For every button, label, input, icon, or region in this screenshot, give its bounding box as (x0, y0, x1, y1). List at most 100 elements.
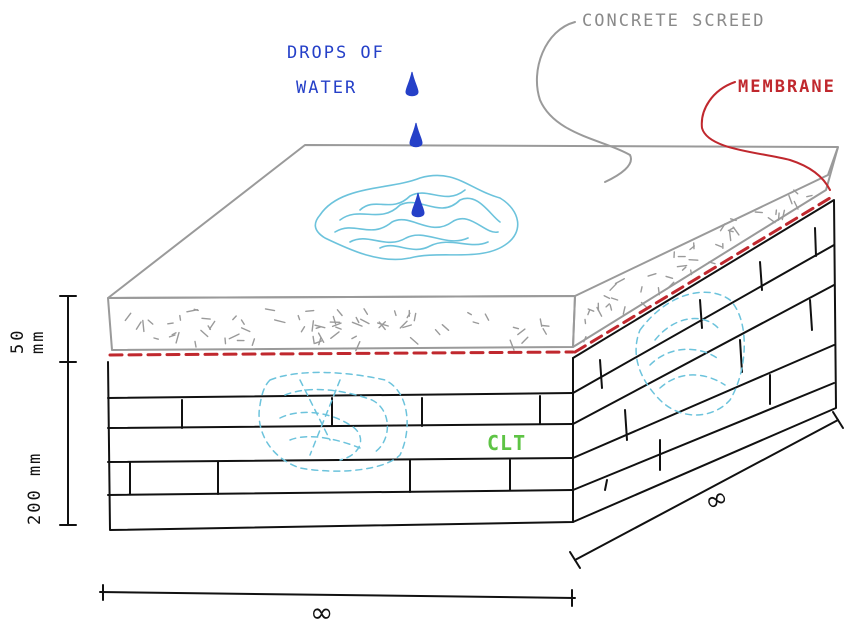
texture-stroke (484, 313, 490, 321)
texture-stroke (317, 332, 325, 343)
texture-stroke (355, 341, 361, 352)
clt-panel (107, 199, 837, 531)
texture-stroke (777, 212, 780, 221)
texture-stroke (413, 312, 417, 322)
texture-stroke (201, 317, 211, 320)
concrete-leader-line (535, 21, 632, 183)
water-drop-icon (409, 122, 423, 148)
drops-label-line1: DROPS OF (287, 43, 385, 63)
texture-stroke (312, 335, 315, 345)
membrane-leader-line (700, 81, 831, 191)
texture-stroke (330, 331, 340, 339)
texture-stroke (240, 327, 251, 333)
texture-stroke (605, 303, 610, 308)
texture-stroke (676, 264, 688, 268)
texture-stroke (728, 230, 732, 242)
texture-stroke (727, 229, 734, 233)
texture-stroke (781, 209, 786, 221)
texture-stroke (305, 309, 315, 312)
texture-stroke (142, 319, 145, 333)
texture-stroke (360, 318, 370, 325)
membrane-label: MEMBRANE (738, 77, 836, 97)
water-drop-icon (405, 71, 419, 97)
water-drop-icons (405, 71, 425, 218)
texture-stroke (194, 340, 197, 348)
texture-stroke (622, 306, 626, 315)
texture-stroke (517, 328, 526, 336)
dimension-lines (59, 295, 844, 607)
texture-stroke (200, 329, 209, 338)
texture-stroke (689, 245, 695, 251)
concrete-texture (124, 189, 813, 352)
texture-stroke (167, 322, 174, 325)
texture-stroke (351, 335, 357, 340)
drops-label-line2: WATER (296, 78, 357, 98)
texture-stroke (208, 320, 216, 330)
texture-stroke (614, 278, 625, 285)
texture-stroke (587, 309, 591, 316)
texture-stroke (135, 321, 142, 330)
texture-stroke (171, 332, 177, 336)
texture-stroke (441, 324, 450, 331)
texture-stroke (351, 321, 363, 327)
infinity-side-label: ∞ (699, 479, 734, 519)
texture-stroke (228, 333, 240, 340)
texture-stroke (609, 304, 613, 311)
texture-stroke (583, 336, 587, 343)
texture-stroke (409, 336, 419, 345)
texture-stroke (729, 218, 737, 222)
water-stain-front (258, 371, 408, 472)
texture-stroke (541, 324, 550, 327)
texture-stroke (264, 308, 276, 312)
texture-stroke (315, 326, 322, 329)
texture-stroke (179, 314, 182, 321)
texture-stroke (793, 200, 799, 210)
texture-stroke (335, 326, 342, 330)
texture-stroke (363, 308, 369, 315)
texture-stroke (251, 338, 256, 346)
texture-stroke (666, 281, 675, 290)
texture-stroke (640, 286, 643, 293)
texture-stroke (715, 243, 723, 248)
texture-stroke (274, 319, 286, 324)
texture-stroke (153, 337, 159, 340)
membrane-line (108, 196, 832, 357)
texture-stroke (729, 226, 735, 231)
texture-stroke (539, 318, 543, 327)
texture-stroke (603, 295, 611, 300)
texture-stroke (472, 321, 480, 325)
water-drop-icon (411, 192, 425, 218)
water-stain-top (314, 174, 519, 261)
texture-stroke (657, 287, 660, 296)
texture-stroke (232, 315, 237, 321)
texture-stroke (124, 312, 132, 322)
texture-stroke (314, 340, 323, 344)
texture-stroke (331, 322, 342, 328)
texture-stroke (767, 217, 776, 224)
texture-stroke (542, 328, 547, 335)
texture-stroke (681, 266, 687, 271)
texture-stroke (690, 269, 693, 276)
clt-label: CLT (487, 431, 526, 455)
texture-stroke (240, 319, 245, 325)
texture-stroke (224, 337, 227, 345)
texture-stroke (300, 326, 306, 333)
texture-stroke (521, 336, 529, 344)
texture-stroke (793, 189, 799, 195)
texture-stroke (609, 283, 618, 291)
dimension-50-number: 50 (8, 328, 28, 354)
texture-stroke (377, 322, 389, 327)
concrete-screed-label: CONCRETE SCREED (582, 11, 766, 31)
texture-stroke (587, 308, 595, 312)
texture-stroke (336, 309, 343, 317)
texture-stroke (512, 326, 520, 330)
texture-stroke (406, 312, 411, 319)
texture-stroke (355, 316, 360, 324)
texture-stroke (467, 311, 472, 316)
infinity-front-label: ∞ (310, 596, 333, 627)
texture-stroke (665, 275, 674, 279)
dimension-200-label: 200 mm (25, 452, 45, 525)
texture-stroke (175, 331, 180, 344)
texture-stroke (332, 315, 337, 325)
